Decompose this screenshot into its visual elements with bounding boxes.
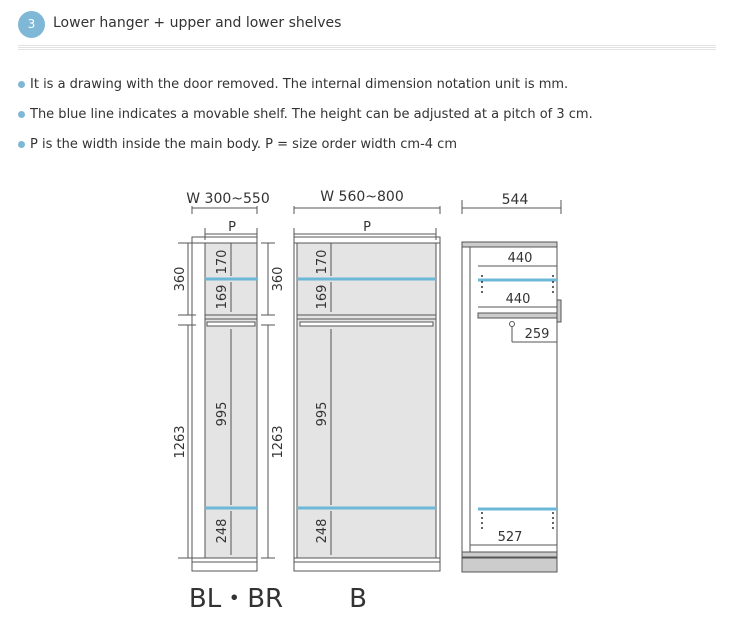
dim-169-label-wide: 169 xyxy=(315,285,330,310)
section-header: 3 Lower hanger + upper and lower shelves xyxy=(0,0,746,52)
note-item: P is the width inside the main body. P =… xyxy=(18,136,593,154)
lower-height-label-right: 1263 xyxy=(271,425,286,458)
upper-height-label: 360 xyxy=(173,267,188,292)
note-text: P is the width inside the main body. P =… xyxy=(30,137,457,152)
note-text: It is a drawing with the door removed. T… xyxy=(30,77,569,92)
note-item: It is a drawing with the door removed. T… xyxy=(18,76,593,94)
note-item: The blue line indicates a movable shelf.… xyxy=(18,106,593,124)
header-divider xyxy=(18,45,716,51)
cabinet-diagram: W 300~550 P xyxy=(173,189,562,614)
section-title: Lower hanger + upper and lower shelves xyxy=(53,15,342,31)
model-wide-label: B xyxy=(349,584,367,614)
depth-label: 544 xyxy=(502,192,529,208)
rod-depth-label: 259 xyxy=(525,327,550,342)
note-text: The blue line indicates a movable shelf.… xyxy=(30,107,593,122)
narrow-inner-width-label: P xyxy=(228,220,236,235)
model-narrow-label: BL・BR xyxy=(189,584,283,614)
dim-995-label: 995 xyxy=(215,402,230,427)
bullet-dot-icon xyxy=(18,141,25,148)
wide-inner-width-label: P xyxy=(363,220,371,235)
lower-height-label: 1263 xyxy=(173,425,188,458)
wide-cabinet: W 560~800 P 170 xyxy=(293,189,441,614)
step-badge: 3 xyxy=(18,11,45,38)
wide-width-label: W 560~800 xyxy=(320,189,403,205)
middle-shelf-depth-label: 440 xyxy=(506,292,531,307)
bullet-dot-icon xyxy=(18,81,25,88)
dim-995-label-wide: 995 xyxy=(315,402,330,427)
side-view: 544 440 440 xyxy=(461,192,562,573)
dim-169-label: 169 xyxy=(215,285,230,310)
dim-170-label: 170 xyxy=(215,250,230,275)
upper-shelf-depth-label: 440 xyxy=(508,251,533,266)
bullet-dot-icon xyxy=(18,111,25,118)
narrow-width-label: W 300~550 xyxy=(186,191,269,207)
notes-list: It is a drawing with the door removed. T… xyxy=(18,76,593,166)
dim-170-label-wide: 170 xyxy=(315,250,330,275)
shelf-pin-holes xyxy=(481,275,554,529)
bottom-depth-label: 527 xyxy=(498,530,523,545)
dim-248-label-wide: 248 xyxy=(315,519,330,544)
upper-height-label-right: 360 xyxy=(271,267,286,292)
narrow-cabinet: W 300~550 P xyxy=(173,191,286,614)
dim-248-label: 248 xyxy=(215,519,230,544)
